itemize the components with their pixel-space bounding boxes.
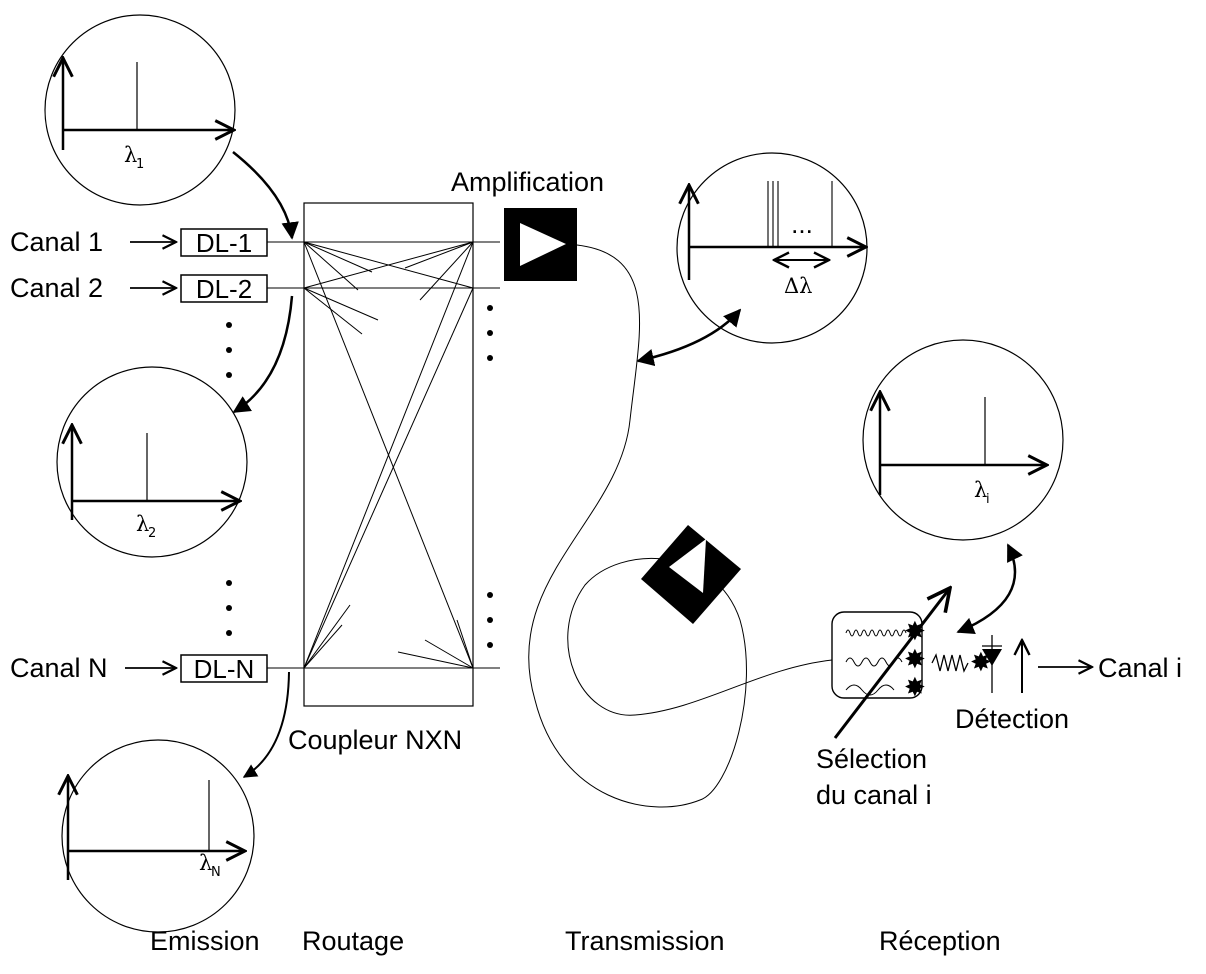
- spectrum-lambda-2: λ 2: [56, 366, 248, 558]
- lambda-i-symbol: λ: [974, 478, 987, 502]
- stage-labels: Emission Routage Transmission Réception: [150, 926, 1001, 956]
- channel-2-label: Canal 2: [10, 273, 103, 303]
- coupler-label: Coupleur NXN: [288, 725, 462, 755]
- arrow-dl-2-to-spectrum-2: [232, 295, 294, 414]
- stage-transmission: Transmission: [565, 926, 725, 956]
- arrow-fiber-spectrum: [636, 308, 742, 367]
- channel-1-input: Canal 1 DL-1: [10, 227, 268, 258]
- spectrum-multiplexed: ... Δλ: [676, 152, 867, 344]
- channel-1-label: Canal 1: [10, 227, 103, 257]
- amplifier: Amplification: [451, 167, 604, 281]
- selection-label-line-2: du canal i: [816, 780, 932, 810]
- dl-2-label: DL-2: [196, 274, 252, 304]
- delta-lambda-label: Δλ: [784, 274, 812, 298]
- stage-reception: Réception: [879, 926, 1001, 956]
- dl-1-label: DL-1: [196, 228, 252, 258]
- spectrum-lambda-1: λ 1: [44, 14, 235, 206]
- detection-label: Détection: [955, 704, 1069, 734]
- svg-text:✸: ✸: [904, 644, 926, 674]
- arrow-spectrum-1-to-dl-1: [232, 151, 299, 240]
- output-channel-label: Canal i: [1098, 653, 1182, 683]
- channel-n-label: Canal N: [10, 653, 108, 683]
- channel-ellipsis-dots: [226, 322, 232, 636]
- lambda-i-subscript: i: [986, 492, 990, 507]
- optical-fiber: [528, 244, 833, 808]
- output-ellipsis-dots: [487, 305, 493, 648]
- channel-selection-filter: ✸ ✸ ✸ Sélection du canal i: [816, 588, 950, 810]
- channel-comb-ellipsis: ...: [791, 209, 813, 239]
- svg-text:✸: ✸: [904, 672, 926, 702]
- lambda-n-subscript: N: [211, 865, 221, 880]
- spectrum-lambda-n: λ N: [62, 739, 255, 933]
- lambda-2-subscript: 2: [148, 526, 156, 541]
- arrow-detection-spectrum: [956, 543, 1023, 635]
- channel-n-input: Canal N DL-N: [10, 653, 268, 684]
- coupler-nxn: Coupleur NXN: [267, 202, 500, 755]
- amplification-label: Amplification: [451, 167, 604, 197]
- dl-n-label: DL-N: [194, 654, 255, 684]
- lambda-2-symbol: λ: [136, 512, 149, 536]
- spectrum-lambda-i: λ i: [862, 339, 1064, 541]
- lambda-1-symbol: λ: [124, 143, 137, 167]
- stage-emission: Emission: [150, 926, 260, 956]
- lambda-1-subscript: 1: [136, 157, 144, 172]
- inline-amplifier: [641, 525, 741, 624]
- channel-2-input: Canal 2 DL-2: [10, 273, 268, 304]
- lambda-n-symbol: λ: [199, 851, 212, 875]
- selection-label-line-1: Sélection: [816, 744, 927, 774]
- stage-routage: Routage: [302, 926, 404, 956]
- photodetector: ✸ Détection Canal i: [931, 635, 1182, 734]
- arrow-dl-n-to-spectrum-n: [242, 671, 290, 778]
